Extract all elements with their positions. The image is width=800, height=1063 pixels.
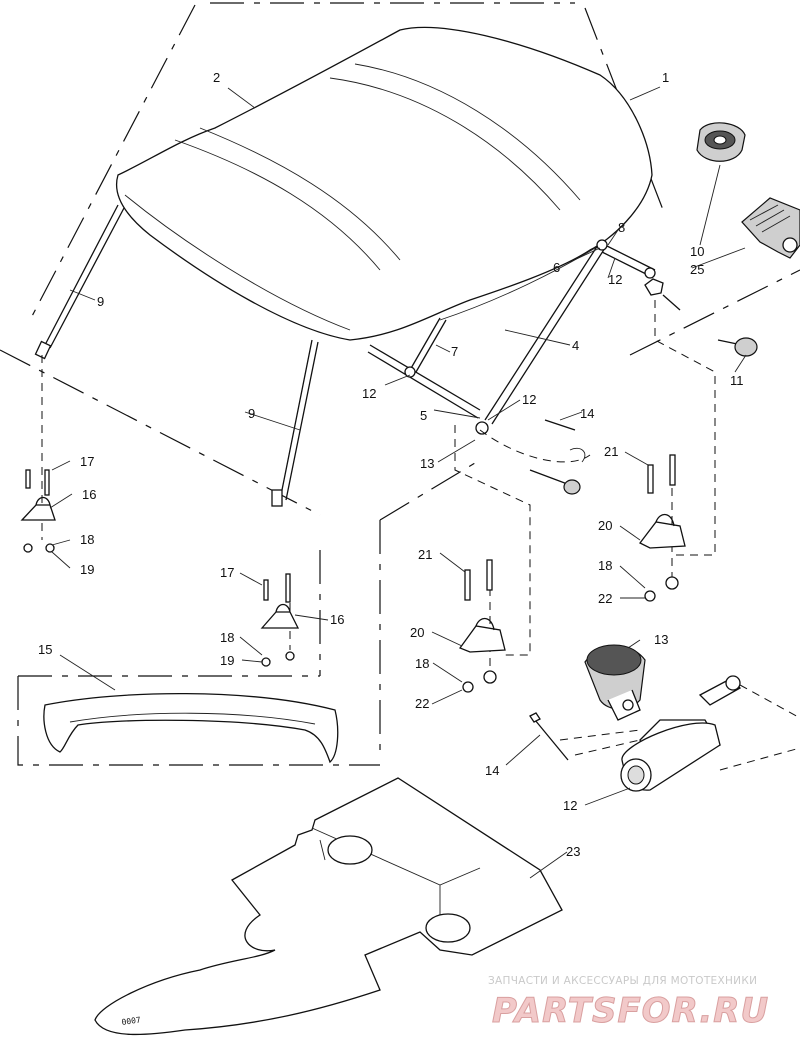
callout-16-left: 16 [82, 487, 96, 502]
callout-11: 11 [730, 373, 744, 388]
brace-part-15 [43, 692, 339, 764]
callout-18-center: 18 [220, 630, 234, 645]
callout-12-mid: 12 [522, 392, 536, 407]
callout-12-detail: 12 [563, 798, 577, 813]
callout-25: 25 [690, 262, 704, 277]
bumper-part-10 [696, 122, 746, 162]
hardware-dashed-leaders [41, 300, 716, 680]
callout-19-left: 19 [80, 562, 94, 577]
callout-14-top: 14 [580, 406, 594, 421]
frame-tubes [44, 204, 656, 501]
bimini-top-canvas [116, 26, 653, 341]
callout-17-center: 17 [220, 565, 234, 580]
callout-18-left: 18 [80, 532, 94, 547]
callout-9-center: 9 [248, 406, 255, 421]
floor-mat-part-23 [94, 777, 563, 1036]
callout-leaders [49, 86, 747, 879]
watermark-caption: ЗАПЧАСТИ И АКСЕССУАРЫ ДЛЯ МОТОТЕХНИКИ [488, 975, 757, 987]
callout-10: 10 [690, 244, 704, 259]
callout-23: 23 [566, 844, 580, 859]
callout-15: 15 [38, 642, 52, 657]
callout-9-left: 9 [97, 294, 104, 309]
pin-part-14-top [479, 419, 591, 495]
callout-12-left: 12 [362, 386, 376, 401]
clip-part-25 [741, 197, 800, 259]
callout-22-right: 22 [598, 591, 612, 606]
callout-18-hinge: 18 [415, 656, 429, 671]
callout-12-top: 12 [608, 272, 622, 287]
watermark-brand: PARTSFOR.RU [492, 991, 769, 1031]
callout-numbers: 1 2 4 5 6 7 8 9 9 10 11 12 12 12 12 13 1… [38, 70, 744, 859]
callout-5: 5 [420, 408, 427, 423]
callout-18-right: 18 [598, 558, 612, 573]
center-bracket-hardware [260, 573, 300, 667]
mat-stamp: 0007 [121, 1015, 142, 1027]
callout-17-left: 17 [80, 454, 94, 469]
fitting-detail [529, 644, 800, 792]
callout-2: 2 [213, 70, 220, 85]
callout-19-center: 19 [220, 653, 234, 668]
callout-20-hinge: 20 [410, 625, 424, 640]
callout-21-hinge: 21 [418, 547, 432, 562]
right-hinge-bracket [639, 454, 686, 602]
callout-22-hinge: 22 [415, 696, 429, 711]
callout-13-mid: 13 [420, 456, 434, 471]
callout-21-right: 21 [604, 444, 618, 459]
callout-4: 4 [572, 338, 579, 353]
center-hinge-bracket [458, 559, 506, 693]
callout-1: 1 [662, 70, 669, 85]
watermark: ЗАПЧАСТИ И АКСЕССУАРЫ ДЛЯ МОТОТЕХНИКИ PA… [488, 975, 769, 1032]
frame-fittings [34, 239, 681, 507]
knob-part-11 [717, 337, 758, 357]
callout-14-detail: 14 [485, 763, 499, 778]
callout-7: 7 [451, 344, 458, 359]
callout-20-right: 20 [598, 518, 612, 533]
callout-16-center: 16 [330, 612, 344, 627]
callout-8: 8 [618, 220, 625, 235]
callout-6: 6 [553, 260, 560, 275]
left-bracket-hardware [20, 469, 56, 553]
callout-13-detail: 13 [654, 632, 668, 647]
assembly-boundary [0, 2, 800, 766]
